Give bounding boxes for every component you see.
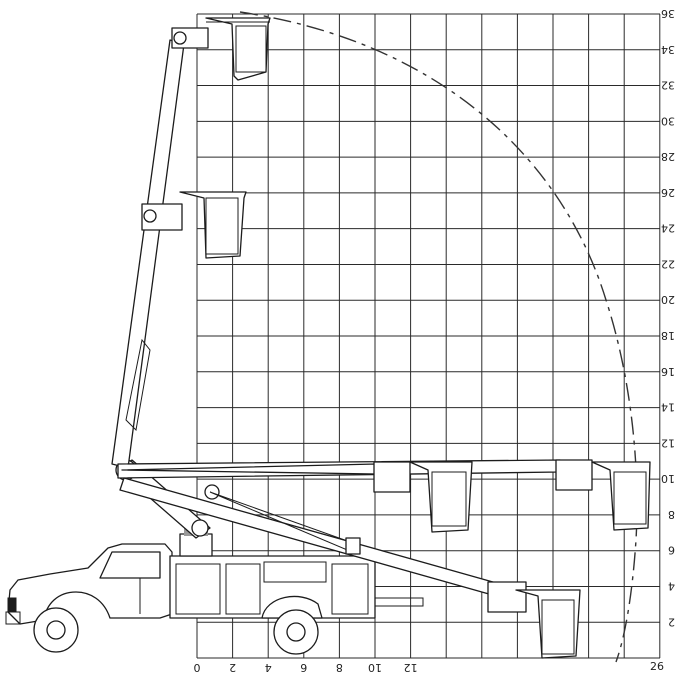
height-tick: 14 xyxy=(661,401,675,414)
height-tick: 24 xyxy=(661,222,675,235)
bucket-36ft xyxy=(205,17,271,81)
boom-position-36ft xyxy=(111,17,271,469)
truck-bumper xyxy=(5,611,21,625)
bucket-10ft-mid xyxy=(409,461,473,533)
mid-knuckle xyxy=(204,484,220,500)
front-hub xyxy=(46,620,66,640)
height-tick: 2 xyxy=(668,615,675,628)
reach-tick: 8 xyxy=(336,661,343,674)
height-tick: 6 xyxy=(668,544,675,557)
reach-tick: 10 xyxy=(368,661,382,674)
jib-pivot xyxy=(143,209,157,223)
reach-tick: 4 xyxy=(265,661,272,674)
height-tick: 32 xyxy=(661,79,675,92)
boom-cylinder xyxy=(125,338,151,432)
jib-head-low xyxy=(487,581,527,613)
height-tick: 30 xyxy=(661,114,675,127)
height-tick: 28 xyxy=(661,150,675,163)
height-tick: 18 xyxy=(661,329,675,342)
bucket-liner xyxy=(431,471,467,527)
utility-compartment xyxy=(175,563,221,615)
utility-compartment xyxy=(331,563,369,615)
height-tick: 22 xyxy=(661,257,675,270)
height-tick: 16 xyxy=(661,365,675,378)
reach-grid xyxy=(196,13,661,659)
bucket-10ft-far xyxy=(591,461,651,531)
truck-grille xyxy=(7,597,17,613)
reach-tick: 6 xyxy=(300,661,307,674)
rear-step xyxy=(374,597,424,607)
bucket-liner xyxy=(205,197,239,255)
jib-pivot xyxy=(173,31,187,45)
height-tick: 34 xyxy=(661,43,675,56)
utility-compartment xyxy=(225,563,261,615)
boom-position-24ft xyxy=(141,191,247,259)
height-axis: 36 34 32 30 28 26 24 22 20 18 16 14 12 1… xyxy=(661,7,675,628)
reach-tick: 12 xyxy=(404,661,418,674)
height-tick: 20 xyxy=(661,293,675,306)
truck-window xyxy=(99,551,161,579)
jib-head-far xyxy=(555,459,593,491)
upper-boom xyxy=(111,39,185,469)
bucket-low xyxy=(515,589,581,659)
bucket-truck xyxy=(5,528,424,655)
boom-tip-bracket xyxy=(345,537,361,555)
bucket-liner xyxy=(235,25,267,73)
reach-tick: 2 xyxy=(229,661,236,674)
boom-position-low xyxy=(119,477,581,659)
jib-head-mid xyxy=(373,461,411,493)
height-tick: 4 xyxy=(668,579,675,592)
reach-axis: 0 2 4 6 8 10 12 26 xyxy=(194,660,665,674)
height-tick: 36 xyxy=(661,7,675,20)
height-tick: 8 xyxy=(668,508,675,521)
bucket-liner xyxy=(541,599,575,655)
height-tick: 10 xyxy=(661,472,675,485)
reach-end-tick: 26 xyxy=(650,660,664,673)
bucket-liner xyxy=(613,471,647,525)
turret-pivot xyxy=(191,519,209,537)
height-tick: 26 xyxy=(661,186,675,199)
bucket-24ft xyxy=(179,191,247,259)
rear-hub xyxy=(286,622,306,642)
boom-position-10ft xyxy=(117,459,651,533)
height-tick: 12 xyxy=(661,436,675,449)
working-envelope-arc xyxy=(239,11,638,663)
utility-compartment xyxy=(263,561,327,583)
reach-tick: 0 xyxy=(194,661,201,674)
